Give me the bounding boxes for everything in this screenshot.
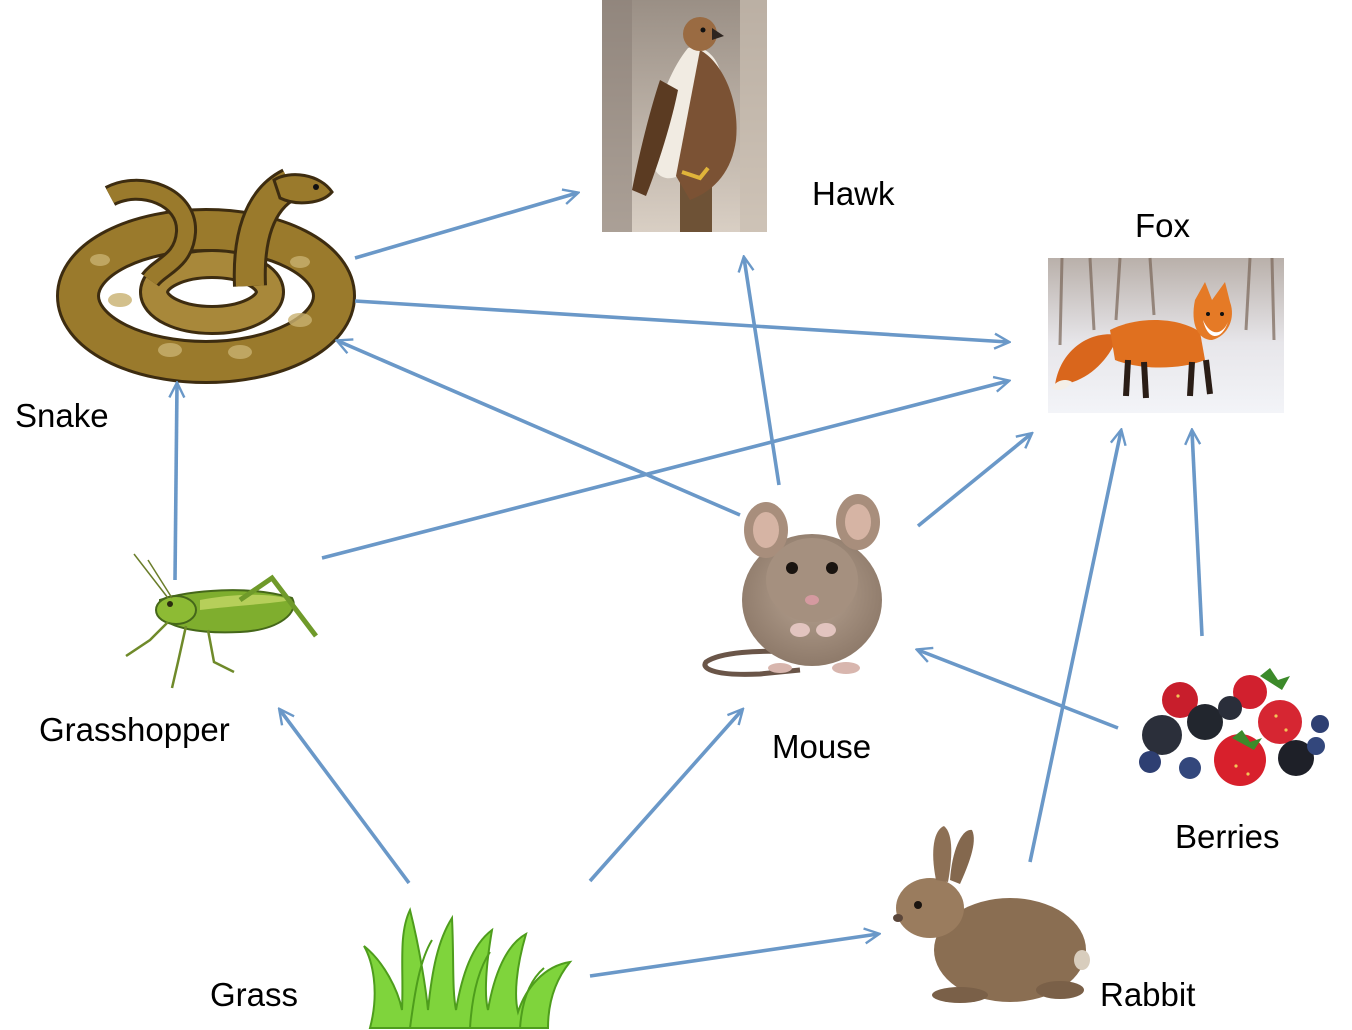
label-hawk: Hawk	[812, 175, 895, 212]
arrow-rabbit-to-fox	[1028, 431, 1121, 863]
label-berries: Berries	[1175, 818, 1280, 855]
food-web-arrows	[175, 193, 1204, 978]
fox-image	[1048, 257, 1284, 413]
arrow-grass-to-rabbit	[589, 934, 878, 978]
arrow-grasshopper-to-snake	[175, 384, 177, 581]
arrow-berries-to-mouse	[918, 650, 1119, 730]
grasshopper-image	[125, 553, 318, 689]
berries-image	[1139, 668, 1329, 786]
arrow-grass-to-grasshopper	[280, 710, 411, 885]
arrow-berries-to-fox	[1192, 431, 1204, 637]
arrow-grass-to-mouse	[588, 710, 742, 883]
hawk-image	[602, 0, 767, 232]
snake-image	[56, 168, 356, 384]
label-snake: Snake	[15, 397, 109, 434]
arrow-snake-to-hawk	[354, 193, 577, 260]
label-fox: Fox	[1135, 207, 1191, 244]
label-mouse: Mouse	[772, 728, 872, 765]
arrow-mouse-to-fox	[916, 434, 1031, 528]
grass-image	[363, 907, 573, 1029]
arrow-mouse-to-snake	[338, 341, 741, 517]
arrow-mouse-to-hawk	[744, 258, 781, 486]
label-grass: Grass	[210, 976, 299, 1013]
label-rabbit: Rabbit	[1100, 976, 1196, 1013]
arrow-grasshopper-to-fox	[321, 381, 1008, 560]
rabbit-image	[893, 826, 1090, 1003]
arrow-snake-to-fox	[354, 299, 1008, 342]
mouse-image	[702, 494, 882, 677]
label-grasshopper: Grasshopper	[39, 711, 230, 748]
